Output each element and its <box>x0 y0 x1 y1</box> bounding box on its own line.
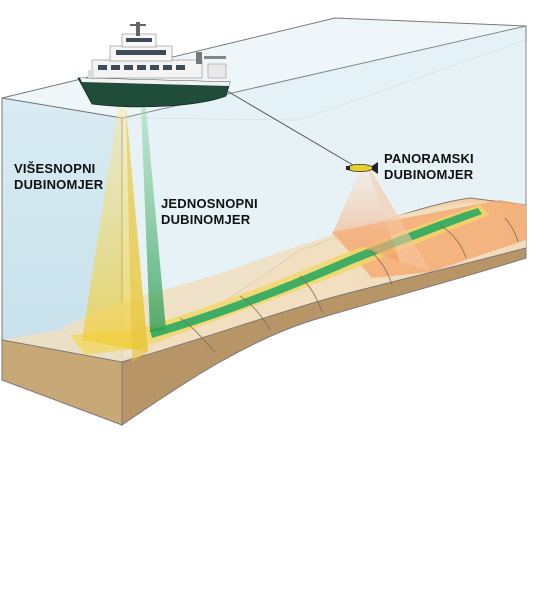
survey-ship-icon <box>77 22 231 108</box>
seabed-contours <box>179 217 519 353</box>
multibeam-beam-side <box>126 108 148 362</box>
sidescan-beam-right <box>368 170 430 270</box>
sidescan-beam <box>332 170 400 262</box>
sidescan-label: PANORAMSKI DUBINOMJER <box>384 151 478 182</box>
singlebeam-beam <box>141 108 166 332</box>
tow-cable <box>221 87 359 169</box>
seabed-side-face <box>121 247 527 426</box>
singlebeam-label: JEDNOSNOPNI DUBINOMJER <box>161 196 262 227</box>
multibeam-label: VIŠESNOPNI DUBINOMJER <box>14 161 104 192</box>
towfish-icon <box>346 162 378 174</box>
